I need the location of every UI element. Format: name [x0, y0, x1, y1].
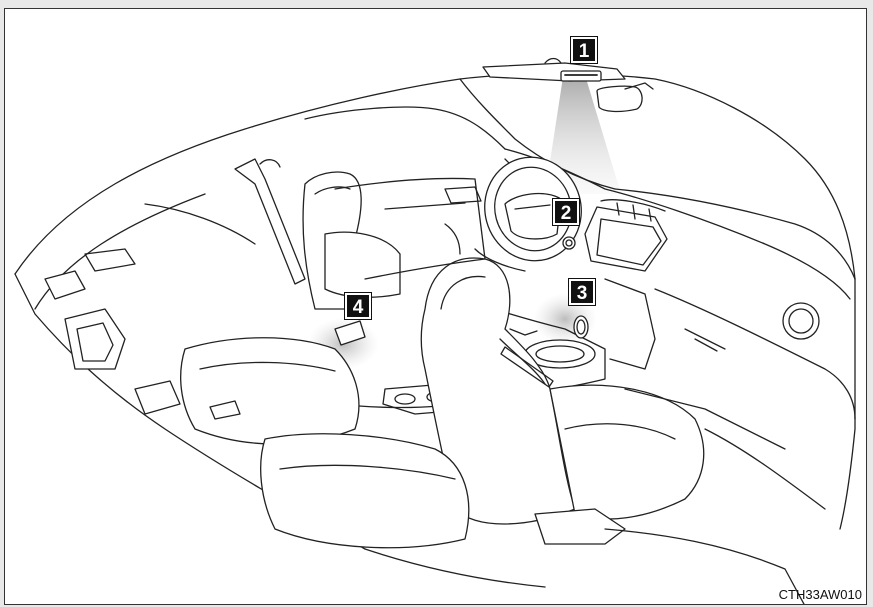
steering-wheel — [474, 156, 582, 272]
callout-2: 2 — [552, 198, 580, 226]
passenger-seat — [234, 158, 401, 346]
rear-seats — [44, 186, 482, 549]
figure-code: CTH33AW010 — [778, 587, 862, 602]
roof-console — [482, 57, 654, 113]
dashboard — [504, 148, 856, 420]
callout-3: 3 — [568, 278, 596, 306]
diagram-frame: 1 2 3 4 CTH33AW010 — [4, 8, 867, 605]
door-panel — [334, 177, 486, 280]
driver-seat — [420, 257, 705, 545]
highlight-beam-1 — [545, 75, 621, 194]
floor — [604, 388, 826, 604]
callout-1: 1 — [570, 36, 598, 64]
car-interior-illustration — [14, 57, 856, 604]
callout-4: 4 — [344, 292, 372, 320]
